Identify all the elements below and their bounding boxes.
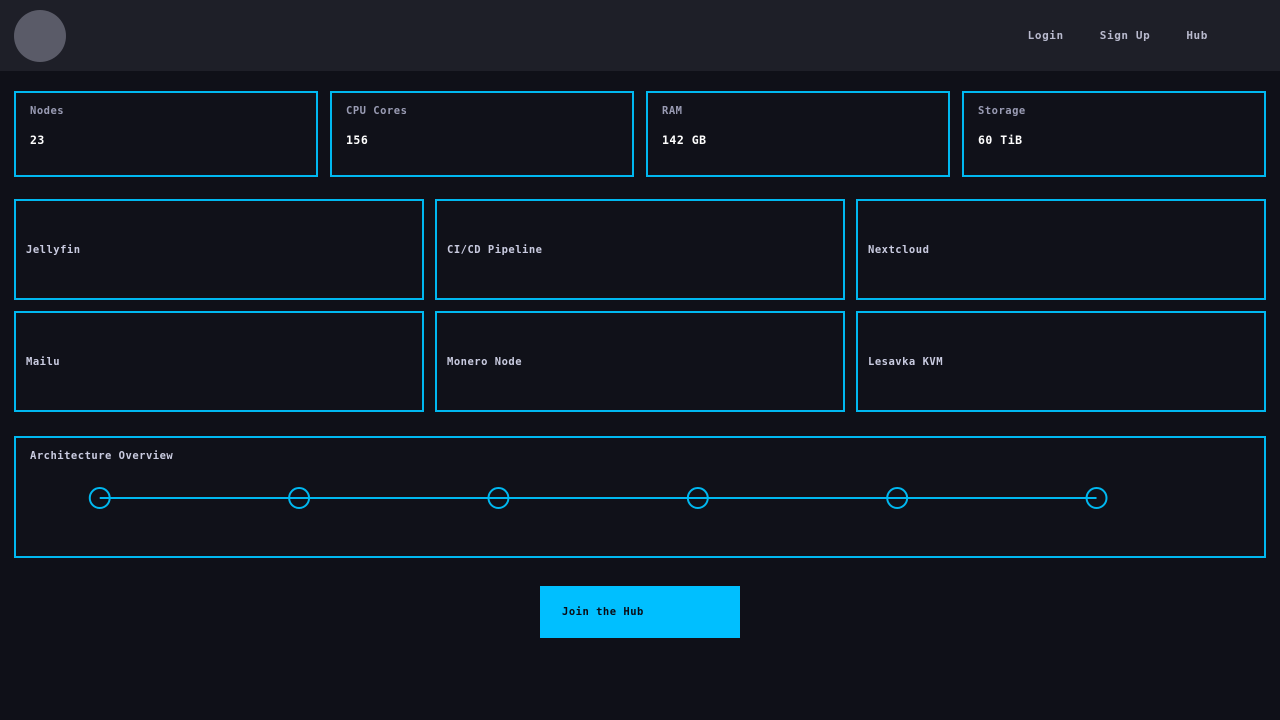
service-name: CI/CD Pipeline [447, 243, 543, 256]
architecture-panel: Architecture Overview [14, 436, 1266, 558]
architecture-node-4[interactable] [686, 487, 709, 509]
stat-value: 60 TiB [978, 133, 1023, 147]
nav-link-sign-up[interactable]: Sign Up [1099, 29, 1151, 42]
service-card-jellyfin[interactable]: Jellyfin [14, 199, 424, 300]
architecture-title: Architecture Overview [30, 450, 174, 462]
stat-card-ram: RAM 142 GB [646, 91, 950, 177]
stat-card-storage: Storage 60 TiB [962, 91, 1266, 177]
service-card-ci-cd-pipeline[interactable]: CI/CD Pipeline [435, 199, 845, 300]
stat-value: 156 [346, 133, 369, 147]
main-nav: Login Sign Up Hub [1028, 29, 1240, 42]
cta-row: Join the Hub [14, 586, 1266, 638]
service-card-nextcloud[interactable]: Nextcloud [856, 199, 1266, 300]
service-name: Jellyfin [26, 243, 81, 256]
stat-label: Nodes [30, 105, 65, 117]
nav-link-hub[interactable]: Hub [1186, 29, 1208, 42]
architecture-node-2[interactable] [288, 487, 311, 509]
service-card-lesavka-kvm[interactable]: Lesavka KVM [856, 311, 1266, 412]
architecture-node-5[interactable] [886, 487, 909, 509]
service-name: Lesavka KVM [868, 355, 944, 368]
service-name: Monero Node [447, 355, 523, 368]
avatar-circle-icon[interactable] [14, 9, 66, 62]
service-name: Mailu [26, 355, 61, 368]
services-row-2: Mailu Monero Node Lesavka KVM [14, 311, 1266, 412]
architecture-node-diagram [88, 487, 1108, 509]
stat-card-nodes: Nodes 23 [14, 91, 318, 177]
nav-link-login[interactable]: Login [1027, 29, 1064, 42]
service-card-mailu[interactable]: Mailu [14, 311, 424, 412]
stats-row: Nodes 23 CPU Cores 156 RAM 142 GB Storag… [14, 91, 1266, 177]
architecture-node-3[interactable] [487, 487, 510, 509]
stat-label: RAM [662, 105, 683, 117]
stat-label: Storage [978, 105, 1026, 117]
architecture-node-1[interactable] [88, 487, 111, 509]
page-content: Nodes 23 CPU Cores 156 RAM 142 GB Storag… [0, 71, 1280, 638]
stat-value: 142 GB [662, 133, 707, 147]
services-row-1: Jellyfin CI/CD Pipeline Nextcloud [14, 199, 1266, 300]
join-the-hub-button[interactable]: Join the Hub [540, 586, 740, 638]
stat-value: 23 [30, 133, 45, 147]
top-header: Login Sign Up Hub [0, 0, 1280, 71]
service-name: Nextcloud [868, 243, 930, 256]
stat-card-cpu-cores: CPU Cores 156 [330, 91, 634, 177]
service-card-monero-node[interactable]: Monero Node [435, 311, 845, 412]
architecture-node-6[interactable] [1085, 487, 1108, 509]
stat-label: CPU Cores [346, 105, 408, 117]
